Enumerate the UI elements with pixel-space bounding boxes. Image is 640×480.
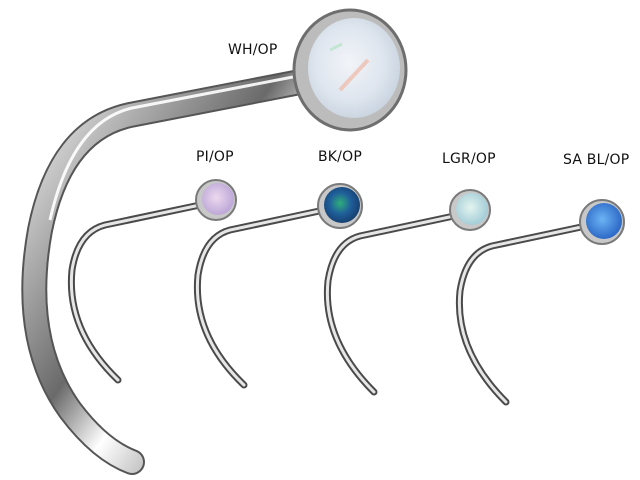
screw-lgr-op (323, 189, 491, 396)
variant-label-wh-op: WH/OP (228, 42, 278, 58)
screw-pi-op (67, 179, 237, 384)
variant-label-sa-bl-op: SA BL/OP (563, 152, 630, 168)
variant-label-bk-op: BK/OP (318, 149, 362, 165)
screw-bk-op (193, 183, 363, 389)
screw-wh-op (21, 8, 408, 475)
variant-label-pi-op: PI/OP (196, 149, 234, 165)
screw-sa-bl-op (455, 199, 625, 406)
variant-label-lgr-op: LGR/OP (442, 151, 496, 167)
